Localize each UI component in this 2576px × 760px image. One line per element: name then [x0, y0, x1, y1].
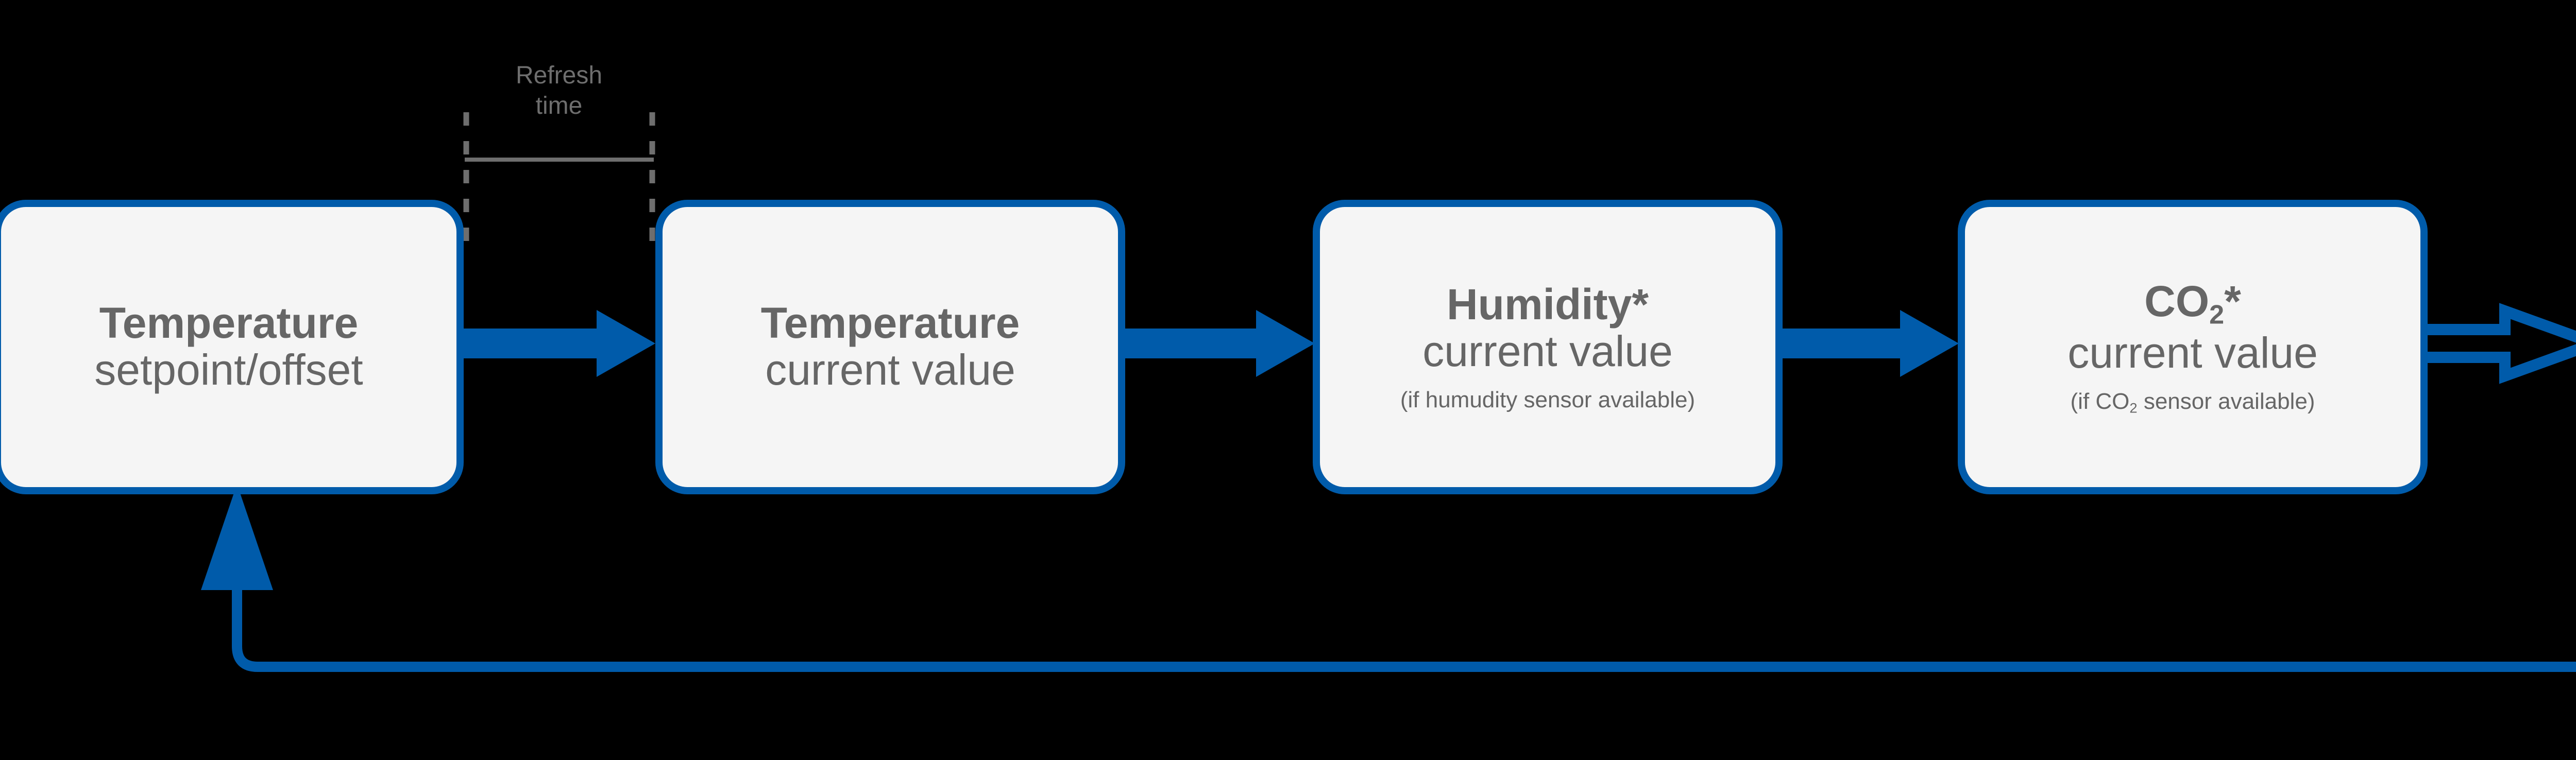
- node-co2-note-subscript: 2: [2129, 400, 2138, 416]
- node-temperature-setpoint[interactable]: Temperature setpoint/offset: [0, 200, 464, 494]
- node-temperature-setpoint-line1: Temperature: [99, 299, 359, 348]
- node-temperature-current-line1: Temperature: [760, 299, 1020, 348]
- refresh-time-label: Refresh time: [482, 61, 636, 121]
- node-humidity-current[interactable]: Humidity* current value (if humudity sen…: [1313, 200, 1783, 494]
- node-humidity-current-note: (if humudity sensor available): [1400, 387, 1696, 412]
- node-co2-line1-suffix: *: [2224, 277, 2241, 325]
- node-temperature-current-line2: current value: [765, 346, 1015, 394]
- arrow-temperature-setpoint-to-current: [464, 310, 655, 377]
- node-humidity-current-line1: Humidity*: [1446, 280, 1649, 329]
- node-co2-current-line2: current value: [2067, 329, 2318, 377]
- node-co2-note-prefix: (if CO: [2070, 388, 2130, 414]
- node-co2-current-note: (if CO2 sensor available): [2071, 389, 2315, 416]
- feedback-loop-connector: [201, 484, 2576, 672]
- arrow-co2-to-user-defined-1: [2417, 303, 2576, 384]
- node-co2-current[interactable]: CO2* current value (if CO2 sensor availa…: [1958, 200, 2428, 494]
- refresh-time-annotation: [463, 112, 655, 242]
- refresh-time-line2: time: [535, 92, 583, 119]
- node-humidity-current-line2: current value: [1422, 327, 1673, 376]
- node-temperature-current[interactable]: Temperature current value: [655, 200, 1125, 494]
- node-temperature-setpoint-line2: setpoint/offset: [94, 346, 363, 394]
- refresh-time-line1: Refresh: [515, 62, 603, 89]
- arrow-temperature-current-to-humidity: [1123, 310, 1315, 377]
- node-co2-current-line1: CO2*: [2144, 277, 2241, 330]
- arrow-humidity-to-co2: [1767, 310, 1959, 377]
- node-co2-line1-prefix: CO: [2144, 277, 2210, 325]
- node-co2-note-suffix: sensor available): [2137, 388, 2315, 414]
- node-co2-line1-subscript: 2: [2209, 300, 2225, 330]
